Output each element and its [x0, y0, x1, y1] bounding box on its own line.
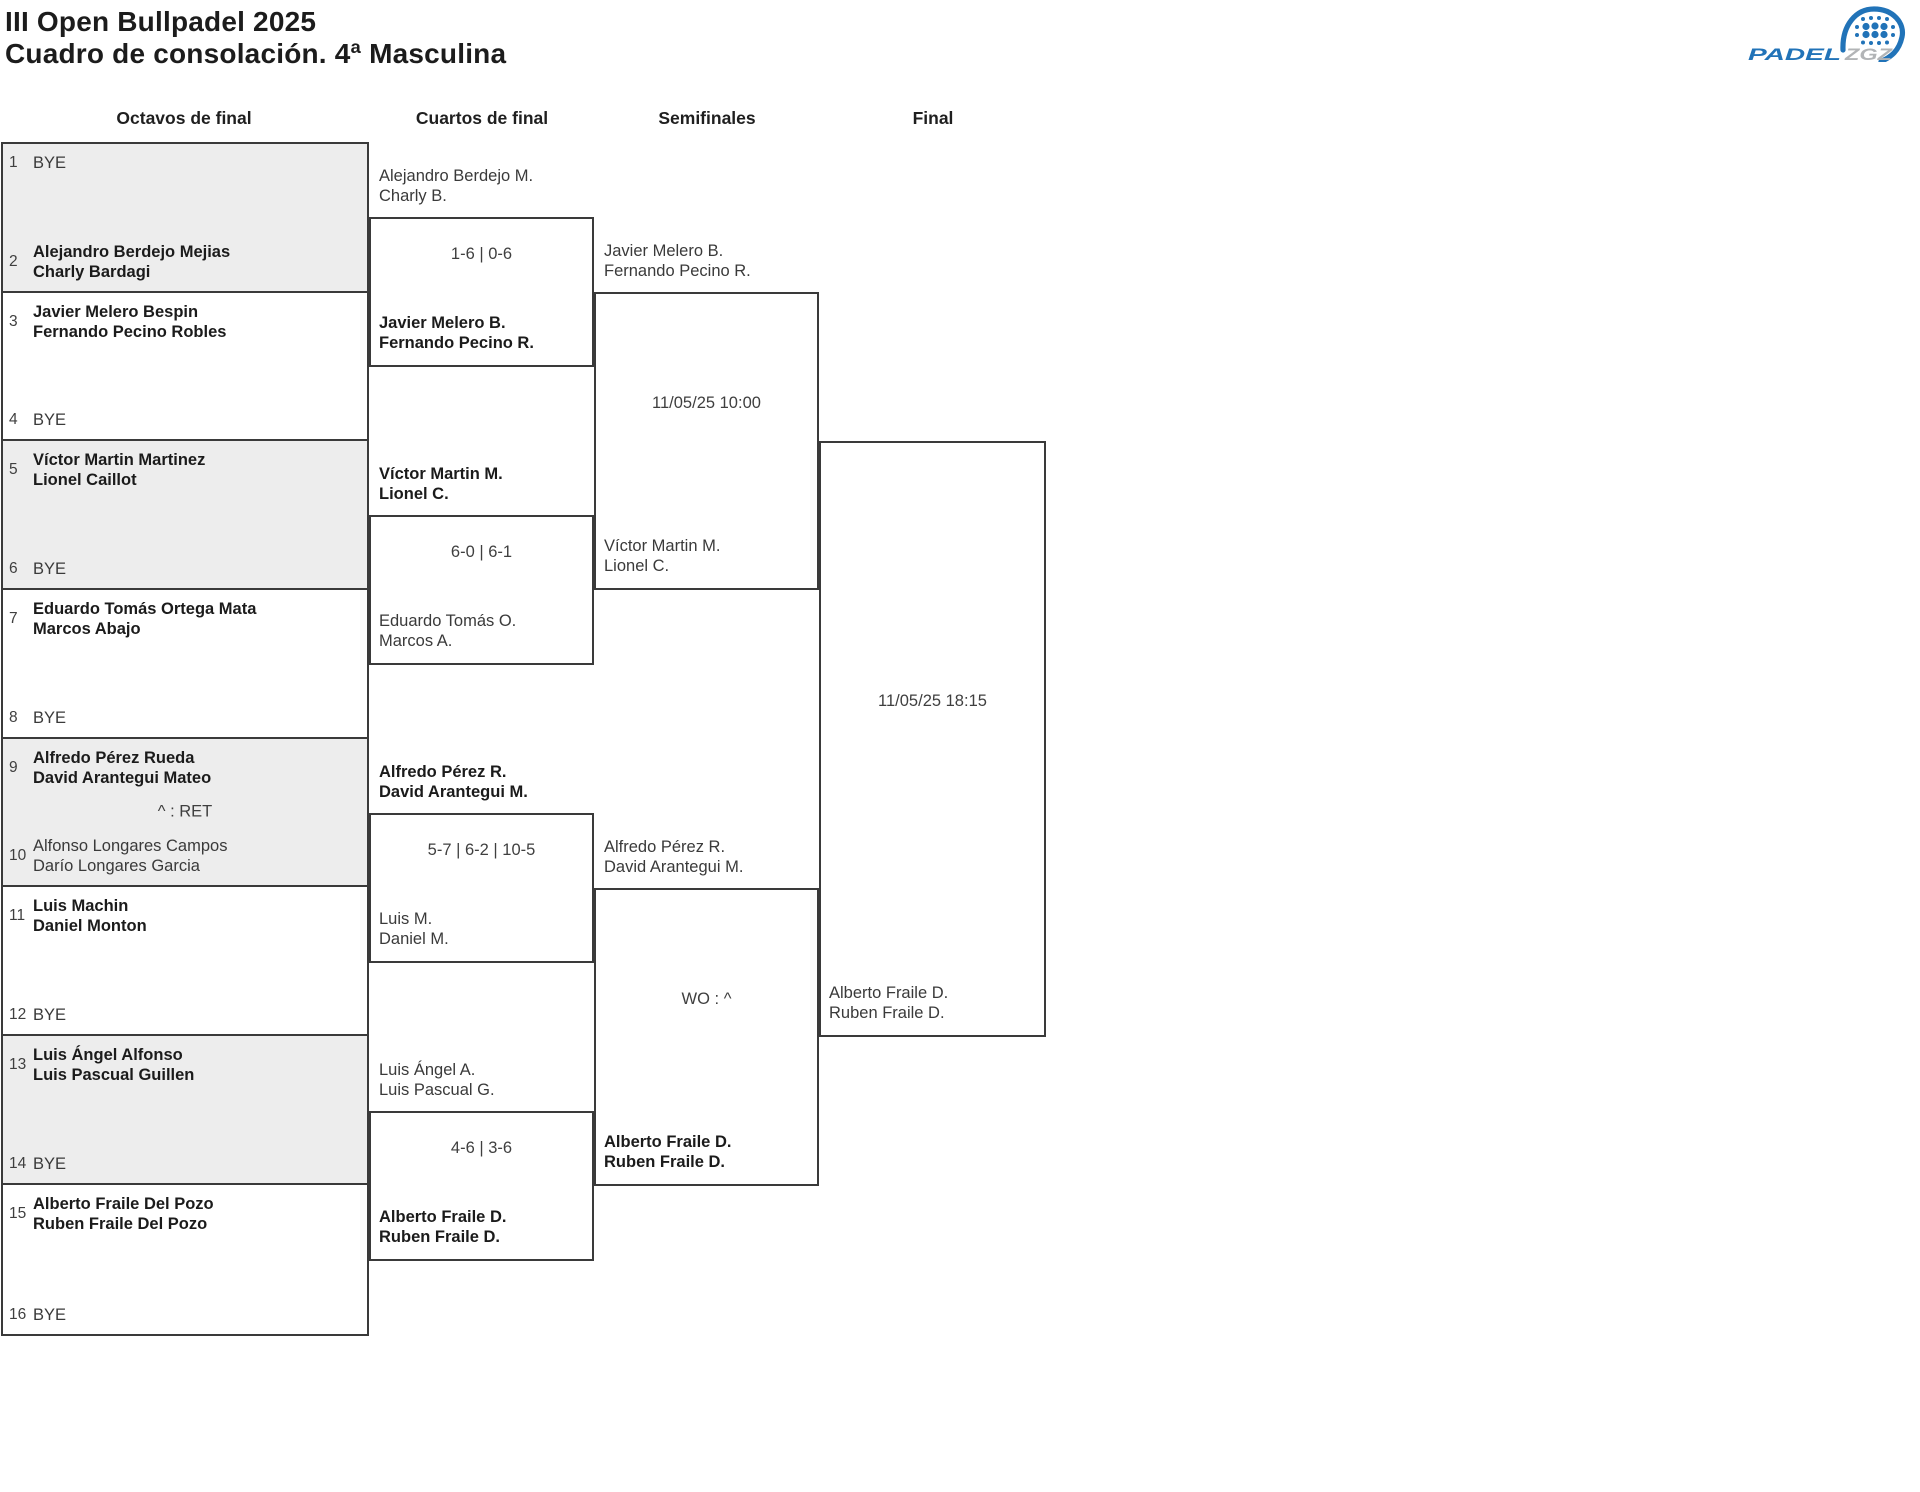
match-datetime: 11/05/25 18:15: [878, 692, 987, 710]
padelzgz-logo: PADEL ZGZ: [1746, 4, 1910, 65]
logo-word-zgz: ZGZ: [1844, 45, 1893, 62]
seed-number: 16: [9, 1305, 27, 1323]
team-names: BYE: [33, 560, 67, 579]
cuartos-match-4: Luis Ángel A.Luis Pascual G. 4-6 | 3-6 A…: [369, 1061, 594, 1261]
team-a-names: Luis Ángel A.Luis Pascual G.: [379, 1061, 495, 1099]
team-b-names: Víctor Martin M.Lionel C.: [604, 537, 721, 575]
octavos-slot-1: 1 BYE: [3, 153, 367, 173]
logo-word-padel: PADEL: [1748, 45, 1841, 62]
octavos-slot-8: 8 BYE: [3, 708, 367, 728]
seed-number: 15: [9, 1204, 27, 1222]
retirement-note: ^ : RET: [157, 802, 213, 821]
team-a-names: Alfredo Pérez R.David Arantegui M.: [604, 838, 744, 876]
page-title: III Open Bullpadel 2025: [5, 6, 317, 37]
match-score: 1-6 | 0-6: [450, 245, 513, 263]
team-a-names: Alejandro Berdejo M.Charly B.: [379, 167, 534, 205]
semifinal-match-1: Javier Melero B.Fernando Pecino R. 11/05…: [594, 242, 819, 590]
padelzgz-logo-graphic: PADEL ZGZ: [1748, 6, 1906, 65]
team-names: BYE: [33, 1305, 67, 1324]
octavos-slot-14: 14 BYE: [3, 1154, 367, 1174]
cuartos-match-3: Alfredo Pérez R.David Arantegui M. 5-7 |…: [369, 763, 594, 963]
team-names: BYE: [33, 154, 67, 172]
team-b-names: Eduardo Tomás O.Marcos A.: [379, 612, 517, 650]
match-walkover-note: WO : ^: [681, 990, 732, 1008]
final-match: 11/05/25 18:15 Alberto Fraile D.Ruben Fr…: [819, 441, 1046, 1037]
round-header-cuartos: Cuartos de final: [415, 108, 549, 128]
team-b-names: Luis M.Daniel M.: [379, 910, 449, 948]
team-a-names: Alfredo Pérez R.David Arantegui M.: [379, 763, 528, 801]
round-header-semifinales: Semifinales: [658, 108, 756, 128]
octavos-slot-12: 12 BYE: [3, 1005, 367, 1025]
team-names: BYE: [33, 708, 67, 727]
match-datetime: 11/05/25 10:00: [652, 394, 761, 412]
page-subtitle: Cuadro de consolación. 4ª Masculina: [5, 38, 507, 69]
team-a-names: Víctor Martin M.Lionel C.: [379, 465, 503, 503]
seed-number: 7: [9, 610, 18, 628]
team-b-names: Alberto Fraile D.Ruben Fraile D.: [604, 1133, 732, 1171]
seed-number: 9: [9, 758, 18, 776]
round-header-octavos: Octavos de final: [116, 108, 252, 128]
semifinal-match-2: Alfredo Pérez R.David Arantegui M. WO : …: [594, 838, 819, 1186]
cuartos-match-2: Víctor Martin M.Lionel C. 6-0 | 6-1 Edua…: [369, 465, 594, 665]
seed-number: 1: [9, 154, 18, 171]
team-names: BYE: [33, 411, 67, 430]
seed-number: 4: [9, 411, 18, 429]
seed-number: 3: [9, 312, 18, 330]
octavos-slot-4: 4 BYE: [3, 410, 367, 430]
seed-number: 11: [9, 907, 26, 925]
octavos-slot-6: 6 BYE: [3, 559, 367, 579]
octavos-slot-16: 16 BYE: [3, 1305, 367, 1325]
seed-number: 6: [9, 560, 18, 578]
seed-number: 12: [9, 1006, 27, 1024]
team-b-names: Javier Melero B.Fernando Pecino R.: [379, 314, 534, 352]
team-b-names: Alberto Fraile D.Ruben Fraile D.: [829, 984, 949, 1022]
seed-number: 5: [9, 461, 18, 479]
team-names: BYE: [33, 1154, 67, 1173]
seed-number: 14: [9, 1154, 27, 1172]
seed-number: 13: [9, 1056, 27, 1074]
seed-number: 2: [9, 252, 18, 270]
team-b-names: Alberto Fraile D.Ruben Fraile D.: [379, 1208, 507, 1246]
match-score: 6-0 | 6-1: [450, 543, 513, 561]
racket-swoosh-icon: [1840, 6, 1906, 65]
ball-dots-icon: [1855, 16, 1895, 45]
round-header-final: Final: [912, 108, 954, 128]
team-names: BYE: [33, 1006, 67, 1025]
seed-number: 8: [9, 708, 18, 726]
seed-number: 10: [9, 847, 27, 865]
match-score: 5-7 | 6-2 | 10-5: [427, 841, 536, 859]
team-a-names: Javier Melero B.Fernando Pecino R.: [604, 242, 751, 280]
match-score: 4-6 | 3-6: [450, 1139, 513, 1157]
cuartos-match-1: Alejandro Berdejo M.Charly B. 1-6 | 0-6 …: [369, 167, 594, 367]
